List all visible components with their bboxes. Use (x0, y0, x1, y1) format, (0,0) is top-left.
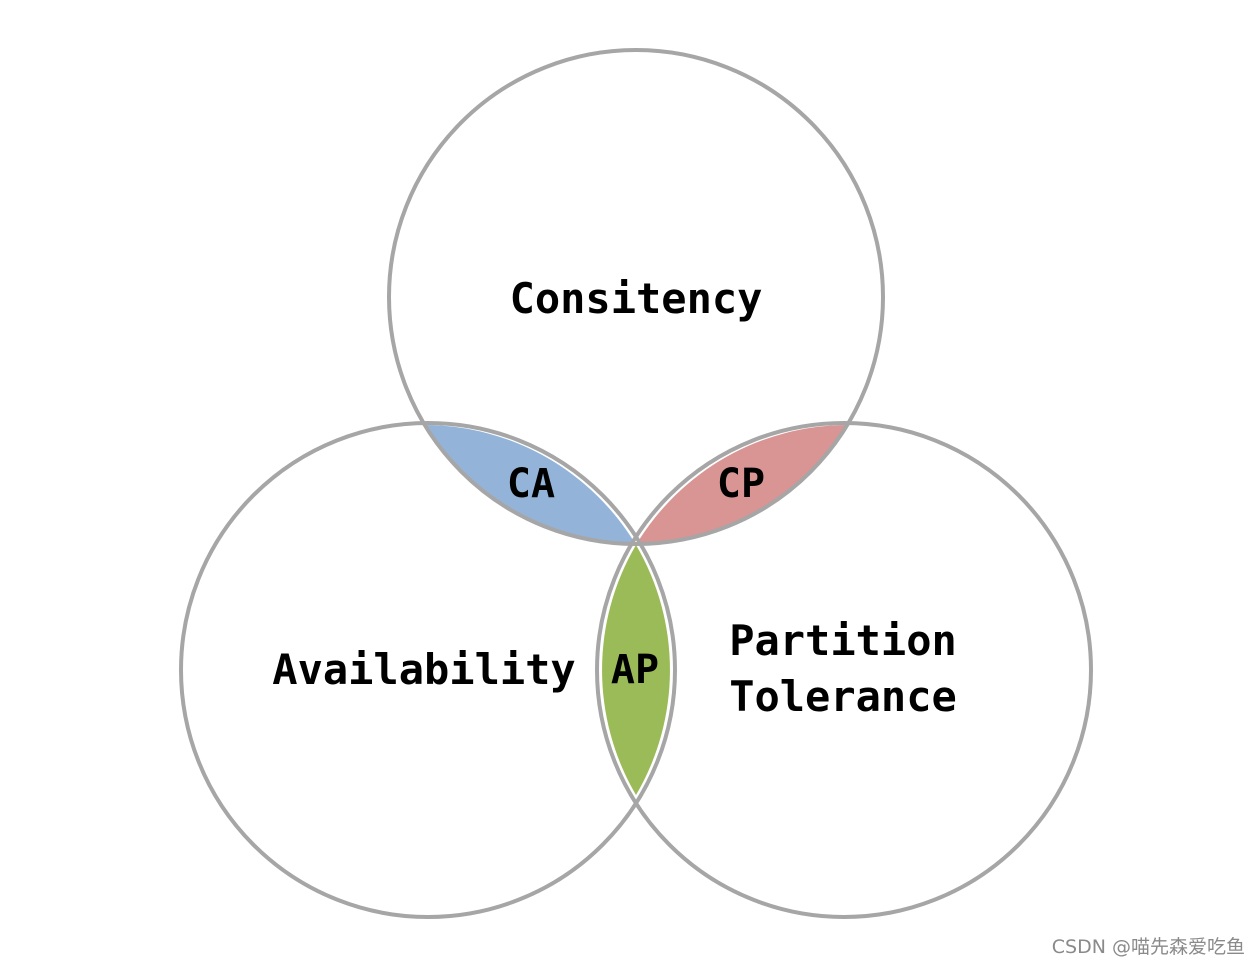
cp-overlap-region (636, 425, 847, 545)
ca-label: CA (507, 461, 555, 507)
availability-label: Availability (272, 645, 575, 694)
partition-label-line1: Partition (729, 616, 957, 665)
consistency-label: Consitency (510, 274, 763, 323)
watermark: CSDN @喵先森爱吃鱼 (1052, 936, 1245, 958)
ca-overlap-region (425, 425, 636, 545)
tolerance-label-line2: Tolerance (729, 672, 957, 721)
partition-tolerance-circle (595, 421, 1093, 919)
consistency-circle (387, 48, 885, 546)
availability-circle (179, 421, 677, 919)
ap-label: AP (611, 647, 659, 693)
cp-label: CP (717, 461, 765, 507)
ap-overlap-region (602, 545, 670, 795)
